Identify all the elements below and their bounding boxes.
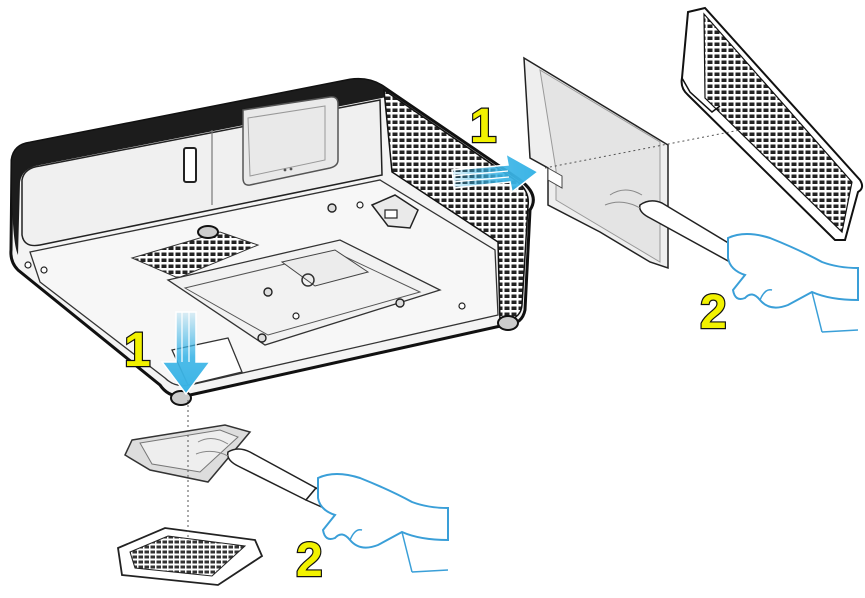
arrow-down-icon <box>160 311 212 396</box>
bottom-filter-mesh <box>117 527 264 586</box>
side-filter-panel <box>523 56 669 270</box>
step-number-clean-side: 2 <box>700 286 727 339</box>
step-number-clean-bottom: 2 <box>296 534 323 587</box>
arrow-right-icon <box>451 152 540 194</box>
alignment-line-side <box>544 129 741 169</box>
step-number-remove-bottom: 1 <box>124 324 151 377</box>
hand-brush-icon <box>604 189 859 333</box>
side-filter-cover <box>680 6 864 241</box>
projector-body <box>9 77 535 406</box>
step-number-remove-side: 1 <box>470 100 497 153</box>
hand-brush-icon <box>195 438 449 573</box>
